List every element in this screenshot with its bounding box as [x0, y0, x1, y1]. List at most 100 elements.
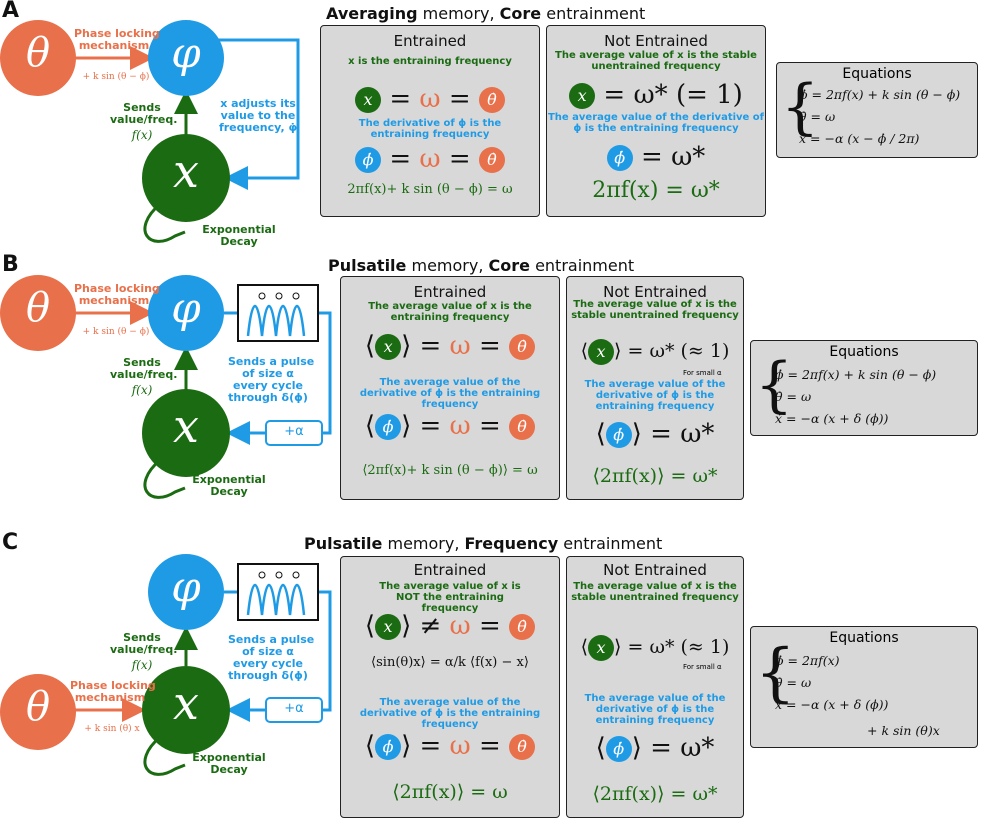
entrained-box-a: Entrained x is the entraining frequency …: [320, 25, 540, 217]
entrained-head-c: Entrained: [413, 561, 487, 579]
eq-line2-b: θ̇ = ω: [775, 389, 812, 404]
entrained-eq3-c: ⟨2πf(x)⟩ = ω: [392, 781, 508, 803]
not-entrained-box-b: Not Entrained The average value of x is …: [566, 276, 744, 500]
small-alpha-note-c: For small α: [683, 663, 722, 671]
theta-symbol-c: θ: [25, 684, 51, 730]
x-node-c: [142, 666, 230, 754]
eq-line2-a: θ̇ = ω: [799, 109, 836, 124]
brace-c: {: [755, 636, 796, 710]
brace-a: {: [781, 72, 820, 142]
not-entrained-eq3-a: 2πf(x) = ω*: [592, 178, 720, 203]
phase-lock-label-b: Phase locking mechanism: [74, 282, 160, 307]
fx-label-a: f(x): [131, 128, 153, 142]
brace-b: {: [755, 350, 794, 420]
panel-a-graph: [0, 20, 300, 243]
sends-label-c: Sends value/freq.: [110, 631, 178, 656]
panel-c-graph: [0, 554, 332, 776]
theta-node-c: [0, 674, 76, 750]
entrained-note2-a: The derivative of ϕ is the entraining fr…: [358, 118, 502, 140]
eq-line2-c: θ̇ = ω: [775, 675, 812, 690]
phi-symbol-b: φ: [171, 283, 201, 332]
theta-symbol-b: θ: [25, 285, 51, 331]
small-alpha-note-b: For small α: [683, 369, 722, 377]
not-entrained-eq2-b: ⟨ϕ̇⟩ = ω*: [595, 419, 715, 449]
equations-box-b: Equations { ϕ̇ = 2πf(x) + k sin (θ − ϕ) …: [750, 340, 978, 436]
not-entrained-eq1-c: ⟨x⟩ = ω* (≈ 1): [567, 635, 743, 661]
not-entrained-note1-a: The average value of x is the stable une…: [555, 50, 757, 72]
equations-box-c: Equations { ϕ̇ = 2πf(x) θ̇ = ω ẋ = −α (x…: [750, 626, 978, 748]
not-entrained-head-c: Not Entrained: [603, 561, 707, 579]
sends-label-a: Sends value/freq.: [110, 101, 178, 126]
eq-line1-b: ϕ̇ = 2πf(x) + k sin (θ − ϕ): [775, 367, 937, 382]
eq-line3-c: ẋ = −α (x + δ (ϕ)): [775, 697, 889, 712]
entrained-eq1-c: ⟨x⟩ ≠ ω = θ̇: [341, 611, 559, 641]
entrained-note1-b: The average value of x is the entraining…: [368, 301, 532, 323]
entrained-note1-a: x is the entraining frequency: [348, 56, 512, 67]
panel-label-a: A: [2, 0, 20, 23]
coupling-term-b: + k sin (θ − ϕ): [82, 327, 150, 337]
equations-head-b: Equations: [829, 344, 899, 360]
decay-label-a: Exponential Decay: [202, 223, 276, 248]
pulse-alpha-box-b: [265, 420, 323, 446]
panel-title-b: Pulsatile memory, Core entrainment: [328, 256, 635, 275]
decay-label-c: Exponential Decay: [192, 751, 266, 776]
coupling-term-c: + k sin (θ) x: [84, 724, 140, 734]
equations-head-a: Equations: [842, 66, 912, 82]
eq-line4-c: + k sin (θ)x: [867, 723, 940, 738]
entrained-head-b: Entrained: [413, 283, 487, 301]
not-entrained-note1-b: The average value of x is the stable une…: [571, 299, 739, 321]
entrained-extra-c: ⟨sin(θ)x⟩ = α/k ⟨f(x) − x⟩: [371, 655, 529, 670]
panel-title-c: Pulsatile memory, Frequency entrainment: [304, 534, 663, 553]
x-symbol-b: x: [173, 399, 199, 453]
eq-line1-c: ϕ̇ = 2πf(x): [775, 653, 840, 668]
eq-line3-a: ẋ = −α (x − ϕ̇ / 2π): [799, 131, 920, 146]
eq-line1-a: ϕ̇ = 2πf(x) + k sin (θ − ϕ): [799, 87, 961, 102]
not-entrained-eq1-b: ⟨x⟩ = ω* (≈ 1): [567, 339, 743, 365]
panel-title-a: Averaging memory, Core entrainment: [326, 4, 646, 23]
side-label-a: x adjusts its value to the frequency, φ̇: [218, 97, 298, 134]
equations-box-a: Equations { ϕ̇ = 2πf(x) + k sin (θ − ϕ) …: [776, 62, 978, 158]
entrained-eq2-c: ⟨ϕ̇⟩ = ω = θ̇: [341, 731, 559, 761]
phi-node-a: [148, 20, 224, 96]
not-entrained-note2-c: The average value of the derivative of ϕ…: [584, 693, 726, 726]
entrained-note2-b: The average value of the derivative of ϕ…: [359, 377, 541, 410]
entrained-eq2-a: ϕ̇ = ω = θ̇: [321, 144, 539, 174]
eq-line3-b: ẋ = −α (x + δ (ϕ)): [775, 411, 889, 426]
pulse-alpha-box-c: [265, 697, 323, 723]
entrained-eq3-b: ⟨2πf(x)+ k sin (θ − ϕ)⟩ = ω: [362, 463, 538, 478]
decay-label-b: Exponential Decay: [192, 473, 266, 498]
entrained-box-b: Entrained The average value of x is the …: [340, 276, 560, 500]
plus-alpha-c: +α: [284, 701, 304, 716]
sends-label-b: Sends value/freq.: [110, 356, 178, 381]
theta-node-b: [0, 275, 76, 351]
panel-b-graph: [0, 275, 332, 499]
x-node-a: [142, 134, 230, 222]
not-entrained-head-b: Not Entrained: [603, 283, 707, 301]
not-entrained-note2-b: The average value of the derivative of ϕ…: [584, 379, 726, 412]
phi-symbol-a: φ: [171, 28, 201, 77]
not-entrained-note2-a: The average value of the derivative of ϕ…: [547, 112, 765, 134]
x-symbol-a: x: [173, 144, 199, 198]
phi-node-b: [148, 275, 224, 351]
side-label-c: Sends a pulse of size α every cycle thro…: [228, 633, 315, 682]
side-label-b: Sends a pulse of size α every cycle thro…: [228, 355, 315, 404]
not-entrained-eq1-a: x = ω* (= 1): [547, 80, 765, 110]
equations-head-c: Equations: [829, 630, 899, 646]
entrained-eq1-a: x = ω = θ̇: [321, 84, 539, 114]
phase-lock-label-c: Phase locking mechanism: [70, 679, 156, 704]
not-entrained-eq2-a: ϕ̇ = ω*: [547, 142, 765, 172]
phase-lock-label-a: Phase locking mechanism: [74, 27, 160, 52]
entrained-eq1-b: ⟨x⟩ = ω = θ̇: [341, 331, 559, 361]
entrained-note1-c: The average value of x is NOT the entrai…: [379, 581, 521, 614]
x-node-b: [142, 389, 230, 477]
phi-symbol-c: φ: [171, 562, 201, 611]
not-entrained-eq3-b: ⟨2πf(x)⟩ = ω*: [592, 465, 718, 487]
panel-label-b: B: [2, 252, 19, 277]
not-entrained-box-a: Not Entrained The average value of x is …: [546, 25, 766, 217]
coupling-term-a: + k sin (θ − ϕ): [82, 72, 150, 82]
entrained-head-a: Entrained: [393, 32, 467, 50]
entrained-note2-c: The average value of the derivative of ϕ…: [359, 697, 541, 730]
fx-label-c: f(x): [131, 658, 153, 672]
not-entrained-head-a: Not Entrained: [604, 32, 708, 50]
